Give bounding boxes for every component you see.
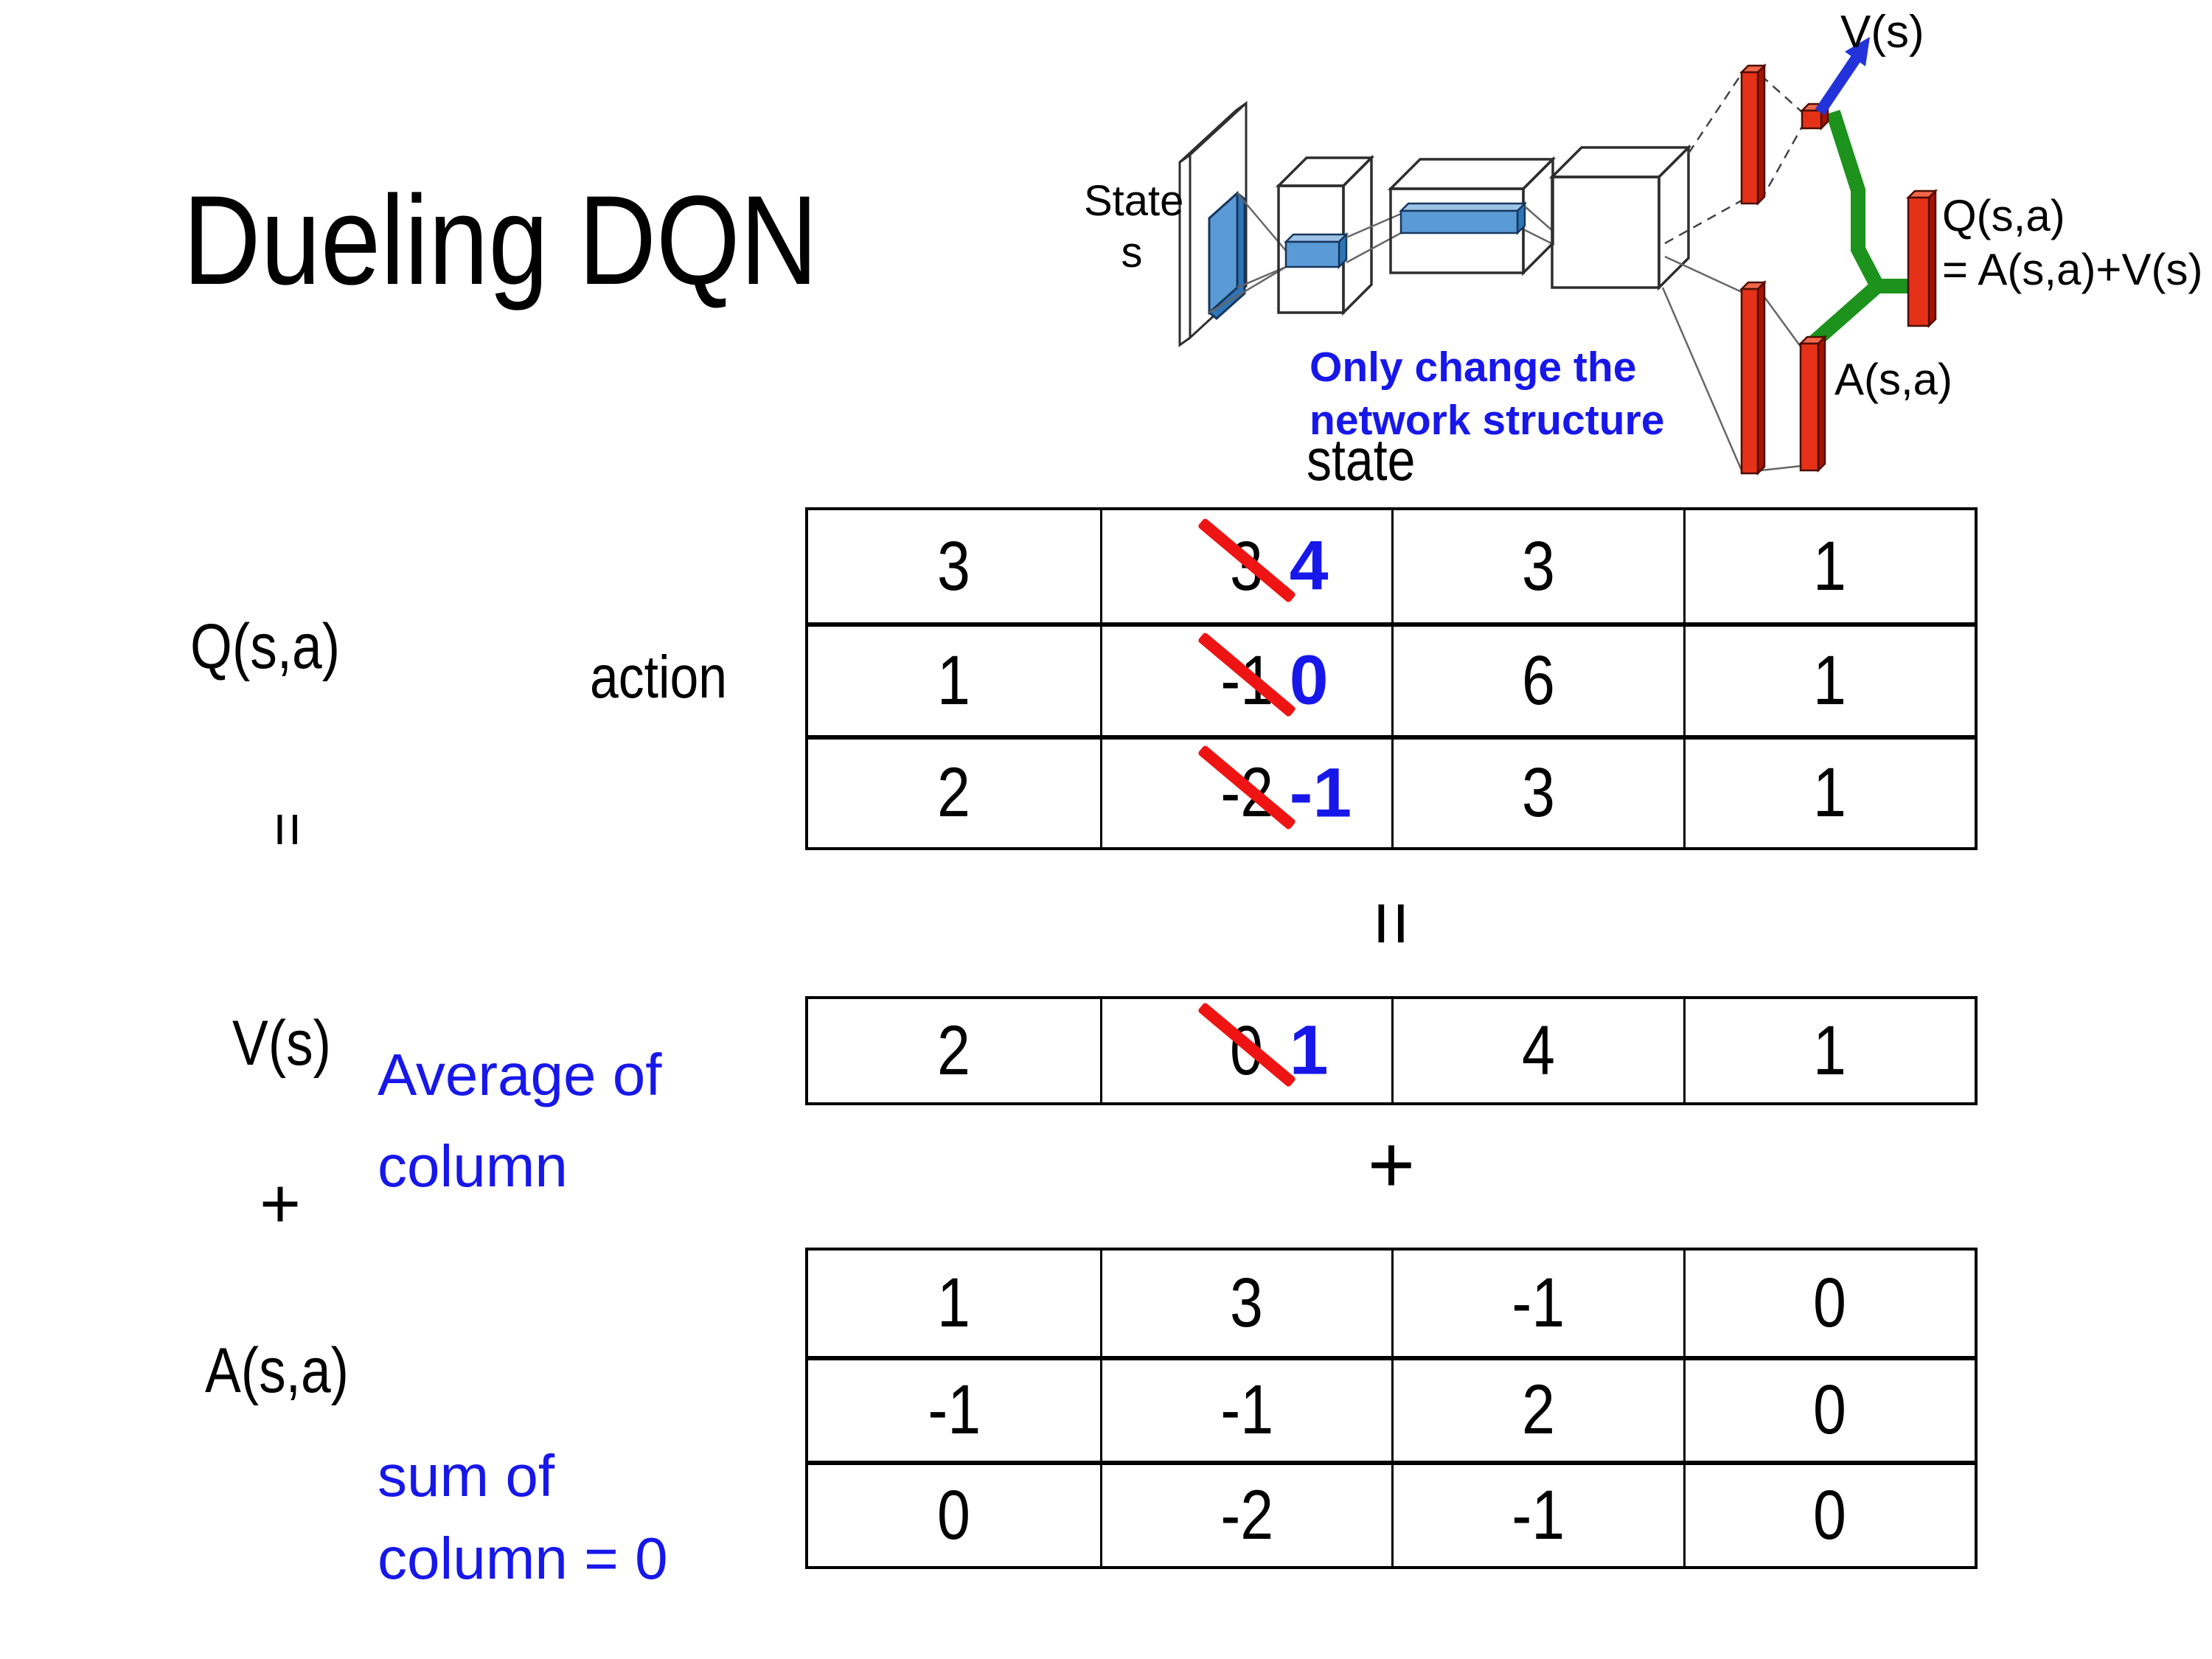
v-cell-crossed: 0 1 xyxy=(1099,999,1392,1102)
q-cell-crossed: 3 4 xyxy=(1099,510,1392,623)
fc-bar-value-stream xyxy=(1739,63,1767,206)
diagram-vs-label: V(s) xyxy=(1840,7,1924,58)
q-cell-crossed: -2 -1 xyxy=(1099,734,1391,847)
feature-map-bar-3 xyxy=(1398,201,1528,236)
q-table: 3 3 4 3 1 1 -1 0 6 1 2 -2 -1 3 1 xyxy=(805,507,1978,850)
a-table: 1 3 -1 0 -1 -1 2 0 0 -2 -1 0 xyxy=(805,1248,1978,1569)
q-cell: 2 xyxy=(808,734,1100,847)
a-cell: 3 xyxy=(1099,1251,1392,1356)
corrected-value: 0 xyxy=(1289,641,1329,720)
a-matrix-label: A(s,a) xyxy=(205,1335,349,1406)
action-axis-label: action xyxy=(590,644,728,711)
q-cell: 1 xyxy=(1683,622,1975,735)
equals-sign-left: = xyxy=(254,812,321,847)
a-cell: 0 xyxy=(1683,1251,1975,1356)
state-axis-label: state xyxy=(1307,427,1416,493)
diagram-note: Only change the network structure xyxy=(1310,344,1665,445)
aggregation-green-lines xyxy=(1809,109,1916,348)
q-output-bar xyxy=(1905,188,1938,329)
a-cell: -1 xyxy=(1099,1355,1391,1461)
conv-filter-blue xyxy=(1208,190,1246,320)
a-cell: 2 xyxy=(1391,1355,1683,1461)
v-matrix-label: V(s) xyxy=(232,1008,331,1079)
a-cell: -1 xyxy=(1391,1461,1683,1566)
diagram-state-label: State s xyxy=(1084,177,1184,276)
v-scalar-box xyxy=(1799,101,1831,131)
hidden-layer-box-4 xyxy=(1548,144,1692,291)
diagram-asa-label: A(s,a) xyxy=(1834,355,1953,404)
v-table: 2 0 1 4 1 xyxy=(805,996,1978,1105)
fc-bar-advantage-stream xyxy=(1739,279,1767,476)
a-vector-bar xyxy=(1798,334,1828,473)
plus-sign-center: + xyxy=(1367,1119,1416,1210)
q-cell: 3 xyxy=(1391,734,1683,847)
q-cell: 1 xyxy=(1683,734,1975,847)
a-cell: 0 xyxy=(1683,1461,1975,1566)
network-diagram xyxy=(1178,37,1938,476)
q-matrix-label: Q(s,a) xyxy=(190,611,341,682)
page-title: Dueling DQN xyxy=(183,170,818,311)
q-cell: 1 xyxy=(1683,510,1975,623)
equals-sign-center: = xyxy=(1348,900,1436,947)
q-cell: 6 xyxy=(1391,622,1683,735)
average-of-column-note: Average of column xyxy=(378,1042,662,1199)
value-stream-dashed-lines xyxy=(1664,73,1804,245)
corrected-value: 4 xyxy=(1289,526,1329,605)
v-cell: 1 xyxy=(1683,999,1975,1102)
v-cell: 2 xyxy=(937,1011,971,1090)
a-cell: -1 xyxy=(808,1355,1100,1461)
q-cell-crossed: -1 0 xyxy=(1099,622,1391,735)
q-cell: 1 xyxy=(808,622,1100,734)
plus-sign-left: + xyxy=(259,1164,302,1243)
q-cell: 3 xyxy=(1391,510,1683,623)
feature-map-bar-2 xyxy=(1283,232,1349,270)
corrected-value: 1 xyxy=(1289,1011,1329,1090)
sum-of-column-note: sum of column = 0 xyxy=(378,1443,668,1591)
v-output-arrow xyxy=(1815,37,1870,116)
corrected-value: -1 xyxy=(1289,754,1352,832)
q-cell: 3 xyxy=(937,526,971,605)
a-cell: 1 xyxy=(937,1263,971,1342)
v-cell: 4 xyxy=(1391,999,1683,1102)
advantage-stream-lines xyxy=(1661,255,1802,472)
diagram-qsa-label: Q(s,a) = A(s,a)+V(s) xyxy=(1942,191,2203,295)
a-cell: -1 xyxy=(1391,1251,1683,1356)
a-cell: 0 xyxy=(808,1461,1100,1566)
a-cell: -2 xyxy=(1099,1461,1391,1566)
a-cell: 0 xyxy=(1683,1355,1975,1461)
